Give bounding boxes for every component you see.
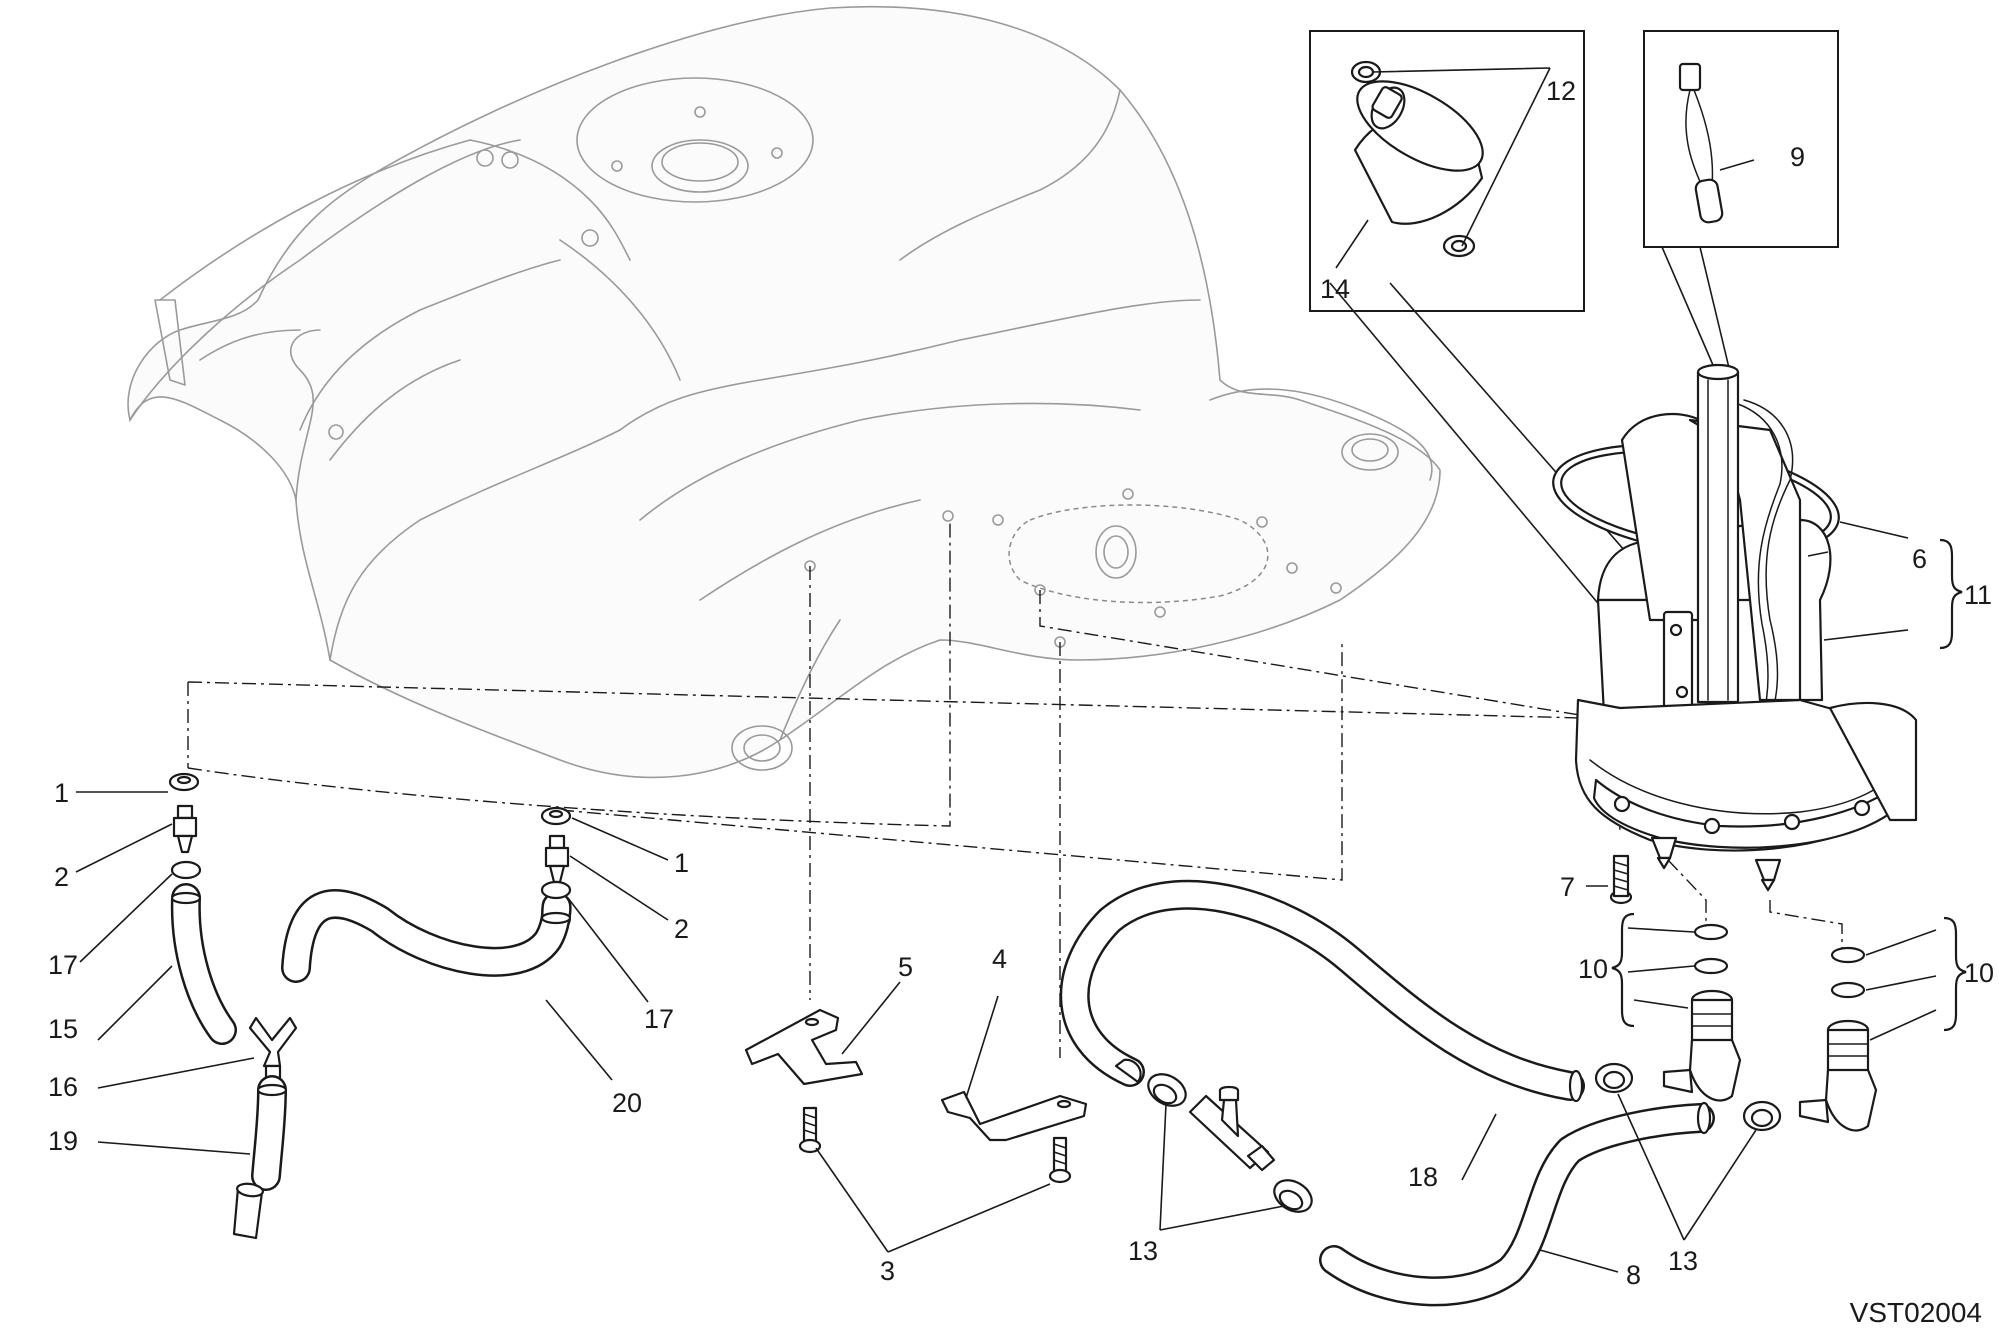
callout-2-right: 2 bbox=[674, 914, 689, 944]
callout-1-right: 1 bbox=[674, 848, 689, 878]
fuel-pump-assembly bbox=[1552, 363, 1918, 892]
callout-7: 7 bbox=[1560, 872, 1575, 902]
quick-connector-right bbox=[1798, 1019, 1878, 1132]
callout-16: 16 bbox=[48, 1072, 78, 1102]
callout-15: 15 bbox=[48, 1014, 78, 1044]
inset-fuel-filter bbox=[1309, 30, 1585, 312]
leader-lines bbox=[75, 67, 1937, 1273]
inset-connector-lines bbox=[1329, 246, 1731, 621]
callout-3: 3 bbox=[880, 1256, 895, 1286]
braces bbox=[1611, 538, 1967, 1032]
bracket-4 bbox=[940, 1090, 1088, 1142]
callout-12: 12 bbox=[1546, 76, 1576, 106]
bracket-5 bbox=[744, 1008, 864, 1086]
o-rings-10-left bbox=[1693, 923, 1729, 975]
o-rings-10-right bbox=[1830, 946, 1866, 999]
callout-6: 6 bbox=[1912, 544, 1927, 574]
drawing-code: VST02004 bbox=[1850, 1297, 1982, 1328]
callout-2-left: 2 bbox=[54, 862, 69, 892]
callout-1-left: 1 bbox=[54, 778, 69, 808]
callout-13-left: 13 bbox=[1128, 1236, 1158, 1266]
left-vent-system bbox=[168, 772, 572, 1240]
callout-18: 18 bbox=[1408, 1162, 1438, 1192]
callout-14: 14 bbox=[1320, 274, 1350, 304]
callout-17-left: 17 bbox=[48, 950, 78, 980]
callout-8: 8 bbox=[1626, 1260, 1641, 1290]
callout-19: 19 bbox=[48, 1126, 78, 1156]
callout-9: 9 bbox=[1790, 142, 1805, 172]
callout-17-right: 17 bbox=[644, 1004, 674, 1034]
t-fitting bbox=[1188, 1085, 1276, 1172]
quick-connector-left bbox=[1662, 989, 1742, 1102]
callout-20: 20 bbox=[612, 1088, 642, 1118]
hose-8 bbox=[1319, 1101, 1715, 1307]
screw-7 bbox=[1609, 854, 1633, 905]
callout-13-right: 13 bbox=[1668, 1246, 1698, 1276]
callout-10-right: 10 bbox=[1964, 958, 1994, 988]
hose-18 bbox=[1059, 879, 1585, 1103]
hose-clips-13 bbox=[1147, 1062, 1782, 1213]
callout-10-left: 10 bbox=[1578, 954, 1608, 984]
callout-labels: 1 2 17 15 16 19 1 2 17 20 5 4 3 13 18 8 … bbox=[48, 76, 1994, 1328]
fuel-tank bbox=[127, 5, 1441, 779]
screws-3 bbox=[798, 1106, 1072, 1184]
callout-4: 4 bbox=[992, 944, 1007, 974]
inset-level-sensor bbox=[1643, 30, 1839, 248]
callout-5: 5 bbox=[898, 952, 913, 982]
callout-11: 11 bbox=[1964, 580, 1992, 610]
